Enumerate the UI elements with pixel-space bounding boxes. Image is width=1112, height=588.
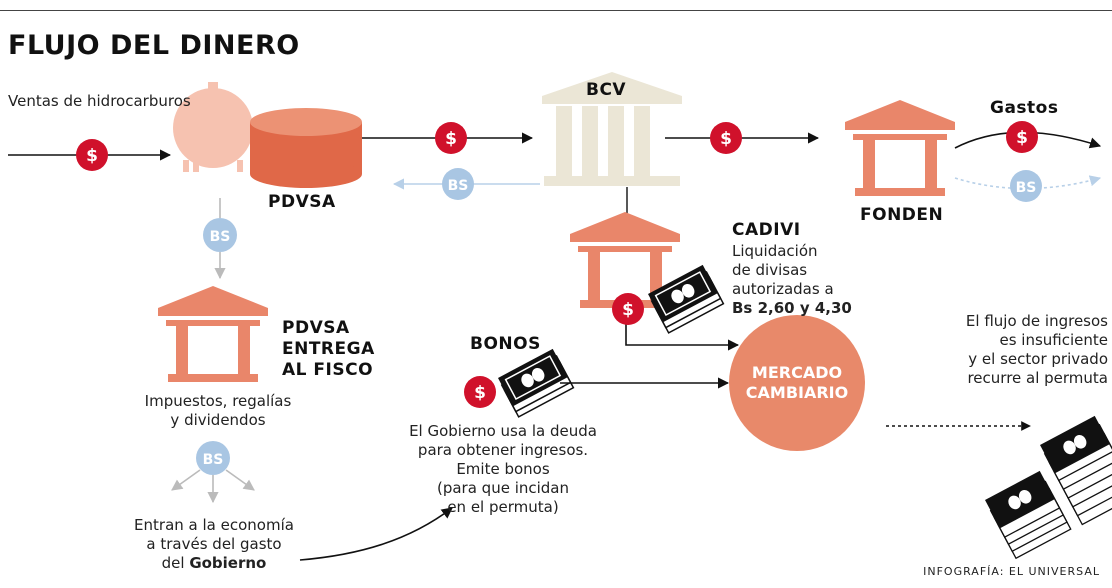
svg-text:$: $ bbox=[1016, 128, 1028, 148]
dollar-badge-gastos: $ bbox=[1006, 121, 1038, 153]
pdvsa-sphere-tank bbox=[173, 82, 253, 172]
pdvsa-label: PDVSA bbox=[268, 192, 336, 212]
top-rule bbox=[0, 10, 1112, 11]
arrow-bs-left bbox=[171, 469, 201, 491]
svg-text:BS: BS bbox=[1016, 180, 1037, 196]
cadivi-rates: Bs 2,60 y 4,30 bbox=[732, 299, 852, 317]
fisco-building bbox=[158, 286, 268, 382]
fisco-label: PDVSA ENTREGA AL FISCO bbox=[282, 318, 375, 380]
svg-text:$: $ bbox=[445, 129, 457, 149]
bs-badge-fonden: BS bbox=[1010, 170, 1042, 202]
mercado-circle bbox=[729, 315, 865, 451]
svg-text:$: $ bbox=[622, 300, 634, 320]
cadivi-description: Liquidación de divisas autorizadas a Bs … bbox=[732, 242, 852, 317]
flujo-description: El flujo de ingresos es insuficiente y e… bbox=[965, 312, 1108, 387]
dollar-badge-bonos: $ bbox=[464, 376, 496, 408]
arrow-cadivi-mercado bbox=[625, 320, 740, 351]
cash-stacks-icon bbox=[985, 415, 1112, 560]
bcv-label: BCV bbox=[586, 80, 627, 100]
gastos-label: Gastos bbox=[990, 98, 1059, 118]
bs-badge-fisco: BS bbox=[196, 441, 230, 475]
dollar-badge-pdvsa-bcv: $ bbox=[435, 122, 467, 154]
fonden-building bbox=[845, 100, 955, 196]
bcv-building bbox=[542, 72, 682, 186]
impuestos-label: Impuestos, regalías y dividendos bbox=[144, 392, 292, 429]
svg-text:$: $ bbox=[86, 146, 98, 166]
svg-text:$: $ bbox=[474, 383, 486, 403]
bs-badge-bcv: BS bbox=[442, 168, 474, 200]
pdvsa-cylinder-tank bbox=[250, 108, 362, 188]
cadivi-label: CADIVI bbox=[732, 220, 801, 240]
gobierno-bold: Gobierno bbox=[189, 554, 267, 572]
svg-text:$: $ bbox=[720, 129, 732, 149]
bs-badge-pdvsa: BS bbox=[203, 218, 237, 252]
economia-label: Entran a la economía a través del gasto … bbox=[134, 516, 294, 572]
credit-label: INFOGRAFÍA: EL UNIVERSAL bbox=[923, 565, 1100, 578]
bonos-label: BONOS bbox=[470, 334, 541, 354]
svg-text:BS: BS bbox=[203, 452, 224, 468]
dollar-badge-bcv-fonden: $ bbox=[710, 122, 742, 154]
svg-text:BS: BS bbox=[448, 178, 469, 194]
ventas-label: Ventas de hidrocarburos bbox=[8, 92, 191, 110]
page-title: FLUJO DEL DINERO bbox=[8, 30, 300, 61]
arrow-bs-right bbox=[225, 469, 255, 491]
svg-text:BS: BS bbox=[210, 229, 231, 245]
dollar-badge-ventas: $ bbox=[76, 139, 108, 171]
mercado-label: MERCADO CAMBIARIO bbox=[745, 363, 849, 402]
dollar-badge-cadivi: $ bbox=[612, 293, 644, 325]
gobierno-description: El Gobierno usa la deuda para obtener in… bbox=[409, 422, 597, 516]
arrow-economia-gobierno bbox=[299, 507, 453, 561]
fonden-label: FONDEN bbox=[860, 205, 944, 225]
